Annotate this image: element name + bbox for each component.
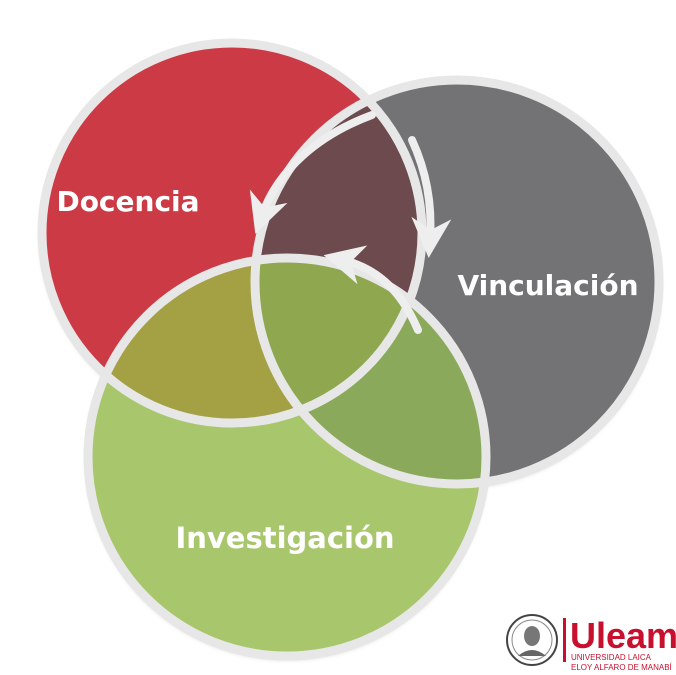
logo-divider: [563, 618, 566, 662]
arrow-vinculacion-to-docencia: [249, 111, 376, 234]
logo-subtitle-1: UNIVERSIDAD LAICA: [571, 653, 652, 662]
logo-subtitle-2: ELOY ALFARO DE MANABÍ: [571, 663, 673, 672]
vinculacion-label: Vinculación: [457, 269, 638, 302]
uleam-logo: Uleam UNIVERSIDAD LAICA ELOY ALFARO DE M…: [506, 614, 676, 672]
investigacion-label: Investigación: [175, 521, 394, 555]
docencia-label: Docencia: [56, 185, 199, 218]
arrow-investigacion-to-center: [323, 245, 422, 334]
logo-wordmark: Uleam: [570, 615, 676, 656]
vinculacion-ring: [250, 75, 664, 489]
investigacion-ring: [83, 253, 491, 661]
uleam-emblem-icon: [506, 614, 558, 666]
arrow-docencia-to-vinculacion: [408, 136, 452, 258]
